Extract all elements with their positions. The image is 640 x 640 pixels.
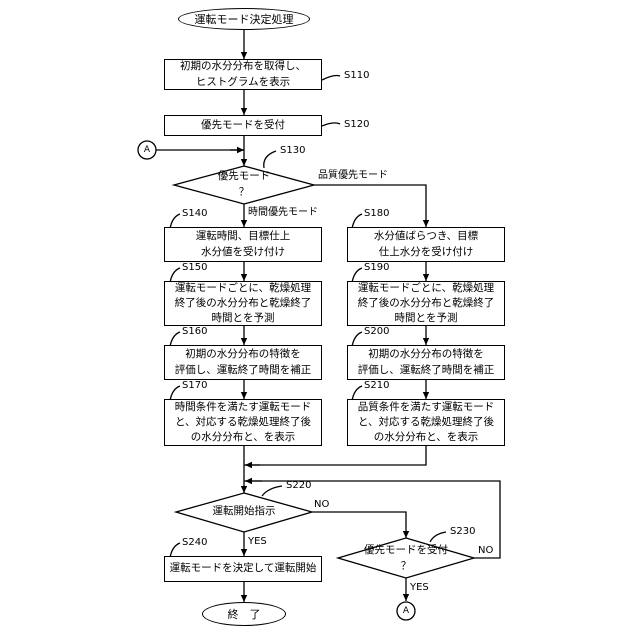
step-label-s180: S180: [364, 209, 389, 219]
step-label-s160: S160: [182, 327, 207, 337]
process-s190: 運転モードごとに、乾燥処理 終了後の水分分布と乾燥終了 時間とを予測: [347, 281, 505, 326]
step-label-s150: S150: [182, 263, 207, 273]
branch-label-quality: 品質優先モード: [318, 171, 388, 181]
connector-a-bottom: A: [397, 602, 415, 620]
branch-label-s230-yes: YES: [410, 583, 429, 593]
process-s200: 初期の水分分布の特徴を 評価し、運転終了時間を補正: [347, 345, 505, 380]
process-s140: 運転時間、目標仕上 水分値を受け付け: [164, 227, 322, 262]
branch-label-s230-no: NO: [478, 546, 493, 556]
merge-line: [244, 446, 426, 465]
start-terminal: 運転モード決定処理: [178, 8, 310, 30]
leader-s220: [262, 486, 282, 496]
leader-s230: [430, 532, 446, 542]
branch-label-s220-yes: YES: [248, 537, 267, 547]
step-label-s190: S190: [364, 263, 389, 273]
process-s180: 水分値ばらつき、目標 仕上水分を受け付け: [347, 227, 505, 262]
step-label-s110: S110: [344, 71, 369, 81]
decision-s130: 優先モード ？: [194, 168, 294, 202]
connector-a-top: A: [138, 141, 156, 159]
process-s160: 初期の水分分布の特徴を 評価し、運転終了時間を補正: [164, 345, 322, 380]
step-label-s230: S230: [450, 527, 475, 537]
step-label-s140: S140: [182, 209, 207, 219]
step-label-s240: S240: [182, 538, 207, 548]
leader-s110: [322, 76, 340, 81]
step-label-s200: S200: [364, 327, 389, 337]
decision-s230: 優先モードを受付 ？: [350, 544, 462, 574]
process-s120: 優先モードを受付: [164, 115, 322, 136]
leader-s120: [322, 123, 340, 126]
arrow-s220-no: [312, 512, 406, 538]
step-label-s170: S170: [182, 381, 207, 391]
leader-s130: [264, 151, 276, 168]
process-s240: 運転モードを決定して運転開始: [164, 556, 322, 582]
process-s170: 時間条件を満たす運転モード と、対応する乾燥処理終了後 の水分分布と、を表示: [164, 399, 322, 446]
process-s150: 運転モードごとに、乾燥処理 終了後の水分分布と乾燥終了 時間とを予測: [164, 281, 322, 326]
arrow-s130-s180: [314, 185, 426, 227]
step-label-s120: S120: [344, 120, 369, 130]
branch-label-time: 時間優先モード: [248, 208, 318, 218]
step-label-s220: S220: [286, 481, 311, 491]
decision-s220: 運転開始指示: [194, 500, 294, 524]
step-label-s130: S130: [280, 146, 305, 156]
branch-label-s220-no: NO: [314, 500, 329, 510]
process-s110: 初期の水分分布を取得し、 ヒストグラムを表示: [164, 59, 322, 90]
end-terminal: 終 了: [202, 602, 286, 626]
step-label-s210: S210: [364, 381, 389, 391]
process-s210: 品質条件を満たす運転モード と、対応する乾燥処理終了後 の水分分布と、を表示: [347, 399, 505, 446]
